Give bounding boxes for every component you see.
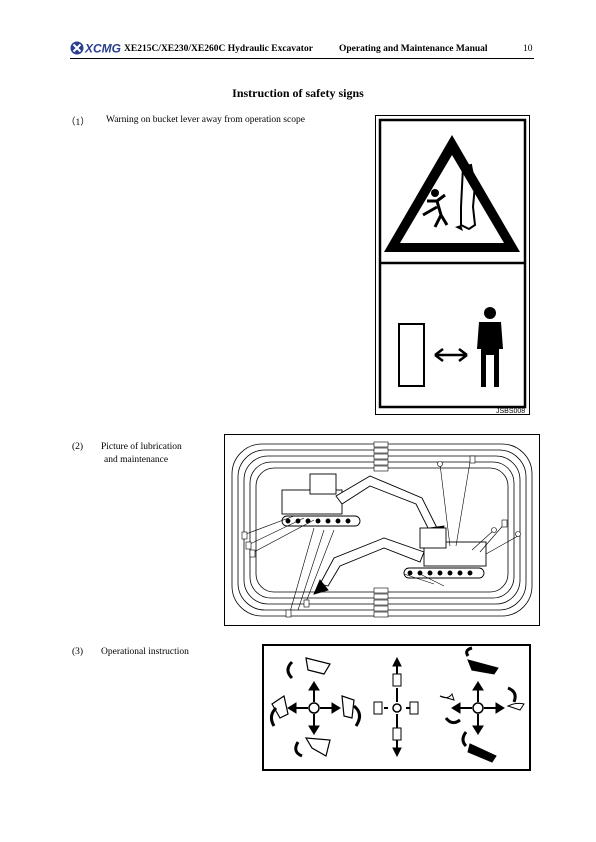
xcmg-logo: XCMG xyxy=(70,41,126,60)
keep-distance-icon xyxy=(398,307,503,387)
item-1-text: Warning on bucket lever away from operat… xyxy=(106,115,305,125)
warning-triangle-icon xyxy=(384,135,520,252)
header-rule xyxy=(70,58,534,59)
excavator-top-icon xyxy=(281,473,445,539)
item-2-text-line1: Picture of lubrication xyxy=(101,442,182,452)
lubrication-diagram xyxy=(224,434,540,626)
section-title: Instruction of safety signs xyxy=(232,86,364,100)
item-2-text-line2: and maintenance xyxy=(104,455,169,465)
excavator-bottom-icon xyxy=(313,527,487,595)
travel-pattern-icon xyxy=(373,656,419,758)
right-lever-pattern-icon xyxy=(439,646,525,763)
svg-text:XCMG: XCMG xyxy=(84,42,121,56)
header-manual-title: Operating and Maintenance Manual xyxy=(339,44,488,54)
item-1-number: （1） xyxy=(66,118,90,128)
item-2-number: (2) xyxy=(72,442,84,452)
sign-code: JSBS008 xyxy=(496,408,525,415)
item-3-text: Operational instruction xyxy=(101,647,189,657)
bucket-warning-sign: JSBS008 xyxy=(375,115,530,415)
page-number: 10 xyxy=(523,44,533,54)
header-model: XE215C/XE230/XE260C Hydraulic Excavator xyxy=(124,44,313,54)
item-3-number: (3) xyxy=(72,647,84,657)
operational-instruction-diagram xyxy=(262,644,531,771)
left-lever-pattern-icon xyxy=(269,657,361,758)
